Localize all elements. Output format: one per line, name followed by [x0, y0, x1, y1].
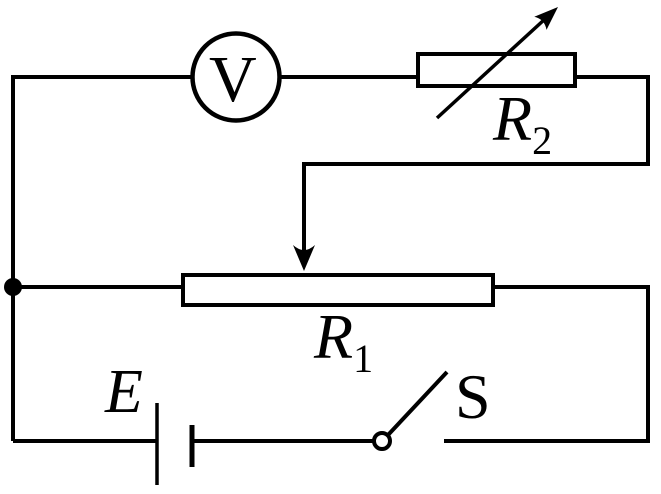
voltmeter-label: V [209, 43, 257, 116]
junction-dot [4, 278, 22, 296]
rheostat-arrowhead-icon [534, 7, 558, 30]
switch-pivot [372, 431, 392, 451]
switch-lever [386, 370, 449, 437]
resistor-r1-label: R 1 [314, 301, 373, 379]
rheostat-body [416, 52, 577, 88]
switch-label: S [455, 361, 491, 432]
wiper-arrowhead-icon [293, 245, 315, 271]
rheostat-arrow-shaft [435, 17, 547, 120]
resistor-r1-label-main: R [314, 301, 354, 372]
rheostat-r2-label: R 2 [493, 83, 552, 161]
resistor-r1-body [181, 273, 495, 307]
rheostat-r2-label-main: R [493, 83, 533, 154]
wire-top-and-rheostat-loop [11, 75, 650, 441]
resistor-r1-label-subscript: 1 [353, 336, 374, 381]
voltmeter-body [190, 31, 282, 123]
battery-emf-label: E [105, 358, 143, 426]
rheostat-r2-label-subscript: 2 [532, 118, 553, 163]
